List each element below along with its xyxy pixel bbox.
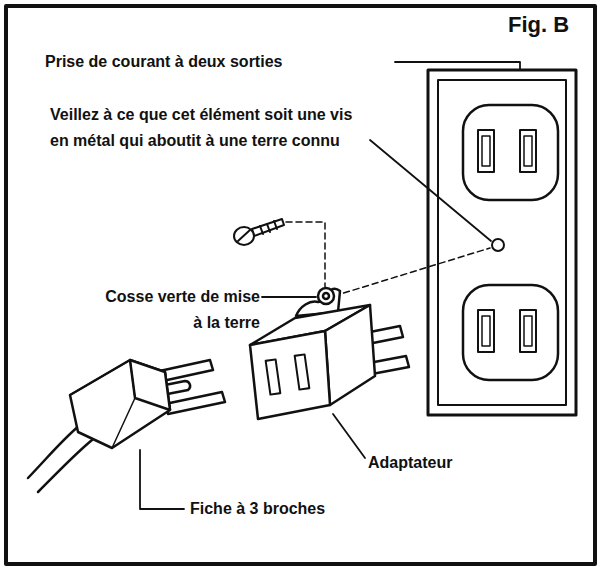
plug-label: Fiche à 3 broches xyxy=(190,496,325,522)
three-prong-plug xyxy=(28,360,225,492)
screw-note: Veillez à ce que cet élément soit une vi… xyxy=(50,102,370,154)
guide-line xyxy=(334,248,490,296)
outlet-label: Prise de courant à deux sorties xyxy=(45,49,282,75)
figure-label: Fig. B xyxy=(508,12,569,38)
outlet-plate xyxy=(428,70,576,415)
guide-line xyxy=(286,222,325,287)
frame xyxy=(6,6,595,564)
ground-tab-label: Cosse verte de mise à la terre xyxy=(100,284,260,336)
adapter xyxy=(250,288,409,419)
leader-lines xyxy=(140,62,520,509)
adapter-label: Adaptateur xyxy=(368,450,452,476)
ground-screw xyxy=(234,219,284,245)
